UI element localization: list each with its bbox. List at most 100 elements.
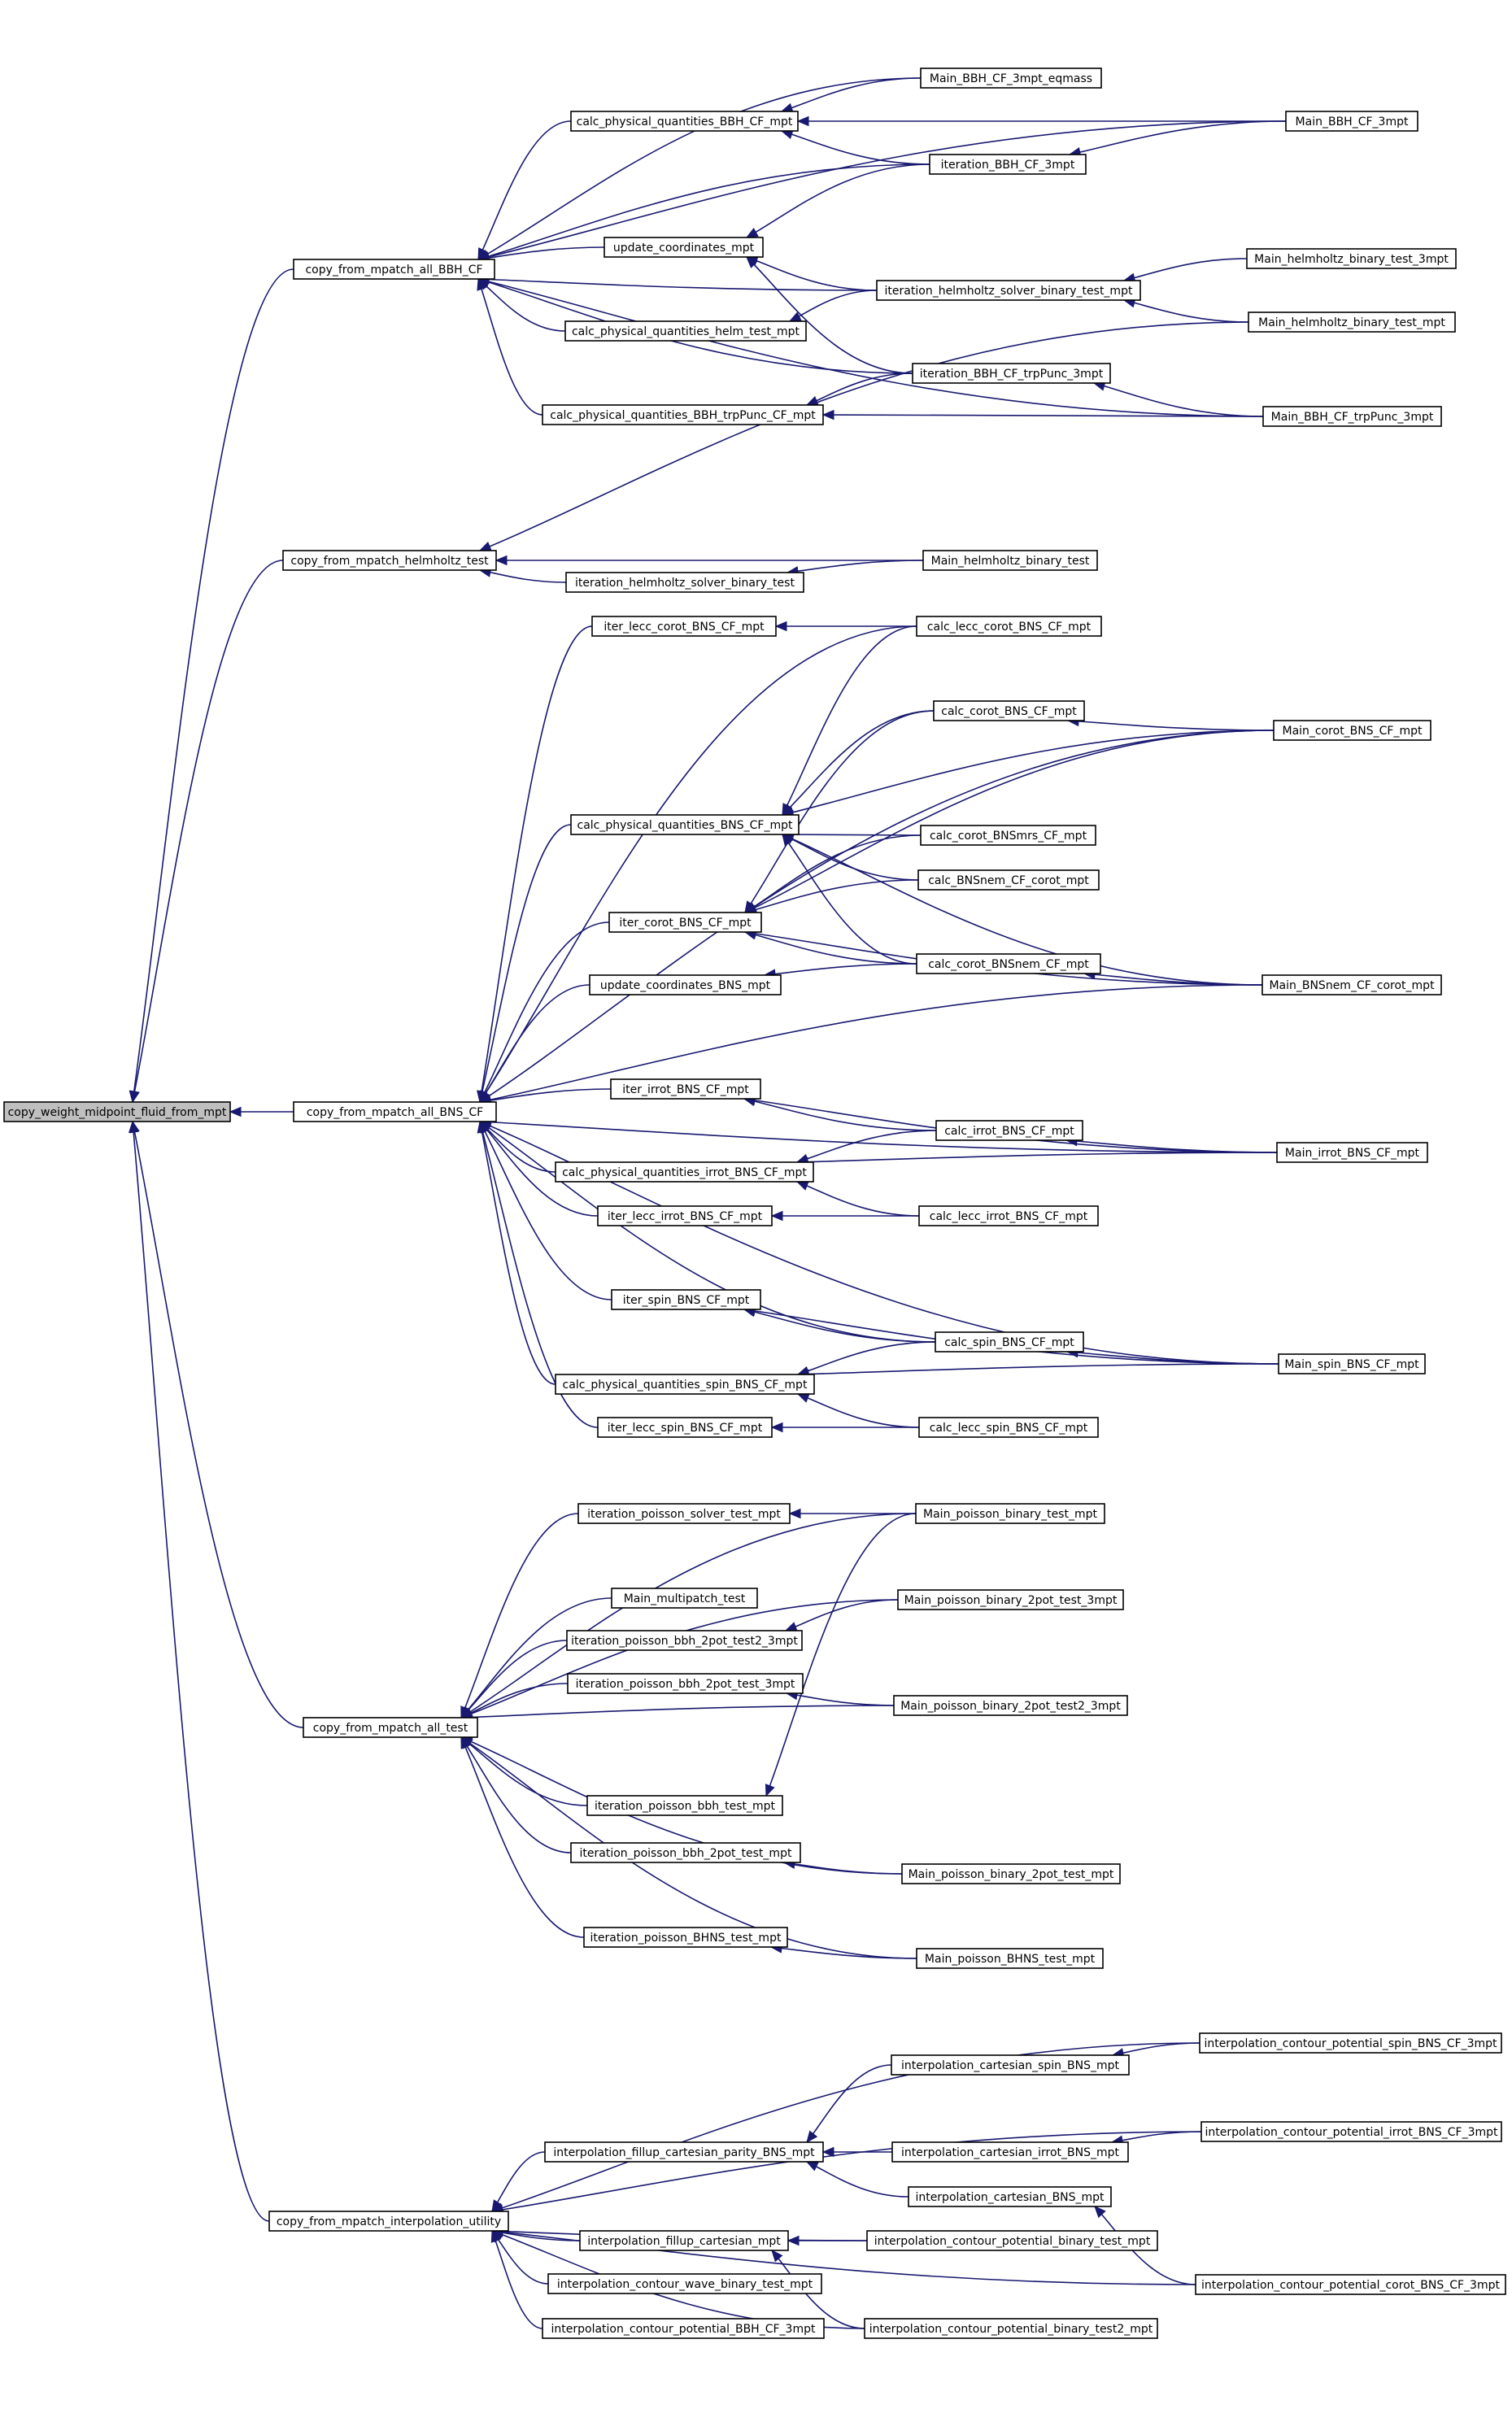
node-it_lecc_irrot[interactable]: iter_lecc_irrot_BNS_CF_mpt — [597, 1205, 773, 1226]
node-box[interactable] — [1195, 2274, 1506, 2295]
node-i_fill[interactable]: interpolation_fillup_cartesian_mpt — [579, 2230, 789, 2251]
node-box[interactable] — [293, 259, 495, 280]
node-it_pb2t2[interactable]: iteration_poisson_bbh_2pot_test2_3mpt — [566, 1630, 803, 1651]
node-m_helm_bt[interactable]: Main_helmholtz_binary_test — [922, 550, 1098, 571]
node-box[interactable] — [542, 404, 824, 425]
node-c_irrot[interactable]: calc_irrot_BNS_CF_mpt — [935, 1120, 1083, 1141]
node-box[interactable] — [916, 1948, 1104, 1969]
node-box[interactable] — [555, 1161, 814, 1183]
node-helm[interactable]: copy_from_mpatch_helmholtz_test — [282, 550, 497, 571]
node-i_pot_corot[interactable]: interpolation_contour_potential_corot_BN… — [1195, 2274, 1506, 2295]
node-root[interactable]: copy_weight_midpoint_fluid_from_mpt — [3, 1101, 231, 1122]
node-i_cart_irrot[interactable]: interpolation_cartesian_irrot_BNS_mpt — [891, 2141, 1129, 2163]
node-test[interactable]: copy_from_mpatch_all_test — [303, 1717, 478, 1738]
node-box[interactable] — [1262, 406, 1442, 427]
node-it_lecc_spin[interactable]: iter_lecc_spin_BNS_CF_mpt — [597, 1417, 773, 1438]
node-cpq_irrot[interactable]: calc_physical_quantities_irrot_BNS_CF_mp… — [555, 1161, 814, 1183]
node-box[interactable] — [912, 363, 1111, 384]
node-box[interactable] — [1273, 720, 1431, 741]
node-box[interactable] — [268, 2211, 509, 2232]
node-cpq_bns[interactable]: calc_physical_quantities_BNS_CF_mpt — [570, 814, 800, 835]
node-box[interactable] — [303, 1717, 478, 1738]
node-c_lecc_corot[interactable]: calc_lecc_corot_BNS_CF_mpt — [916, 616, 1102, 637]
node-c_corot_nem[interactable]: calc_corot_BNSnem_CF_mpt — [916, 953, 1101, 974]
node-box[interactable] — [597, 1417, 773, 1438]
node-box[interactable] — [893, 1695, 1128, 1716]
node-box[interactable] — [1278, 1353, 1426, 1374]
node-m_bnsnem[interactable]: Main_BNSnem_CF_corot_mpt — [1261, 974, 1442, 995]
node-i_pot_irrot[interactable]: interpolation_contour_potential_irrot_BN… — [1200, 2121, 1502, 2142]
node-box[interactable] — [918, 1417, 1099, 1438]
node-it_spin[interactable]: iter_spin_BNS_CF_mpt — [611, 1289, 761, 1310]
node-box[interactable] — [1248, 311, 1456, 333]
node-c_corot[interactable]: calc_corot_BNS_CF_mpt — [933, 700, 1085, 721]
node-it_pois_sol[interactable]: iteration_poisson_solver_test_mpt — [577, 1503, 791, 1524]
node-upd[interactable]: update_coordinates_mpt — [603, 237, 764, 258]
node-box[interactable] — [597, 1205, 773, 1226]
node-box[interactable] — [542, 2318, 825, 2339]
node-box[interactable] — [564, 320, 807, 342]
node-box[interactable] — [579, 2230, 789, 2251]
node-box[interactable] — [611, 1289, 761, 1310]
node-box[interactable] — [577, 1503, 791, 1524]
node-m_pb2[interactable]: Main_poisson_binary_2pot_test_mpt — [901, 1863, 1121, 1884]
node-m_pb2t3[interactable]: Main_poisson_binary_2pot_test_3mpt — [897, 1589, 1124, 1610]
node-box[interactable] — [918, 1205, 1099, 1226]
node-box[interactable] — [547, 2273, 822, 2294]
node-box[interactable] — [1261, 974, 1442, 995]
node-box[interactable] — [864, 2318, 1158, 2339]
node-m_multi[interactable]: Main_multipatch_test — [611, 1588, 758, 1609]
node-m_pb2t2[interactable]: Main_poisson_binary_2pot_test2_3mpt — [893, 1695, 1128, 1716]
node-box[interactable] — [591, 616, 777, 637]
node-c_lecc_spin[interactable]: calc_lecc_spin_BNS_CF_mpt — [918, 1417, 1099, 1438]
node-box[interactable] — [897, 1589, 1124, 1610]
node-box[interactable] — [567, 1673, 804, 1694]
node-box[interactable] — [922, 550, 1098, 571]
node-m_bbhtp[interactable]: Main_BBH_CF_trpPunc_3mpt — [1262, 406, 1442, 427]
node-it_pbhns[interactable]: iteration_poisson_BHNS_test_mpt — [583, 1927, 788, 1948]
node-m_bbh3[interactable]: Main_BBH_CF_3mpt — [1285, 111, 1418, 132]
node-box[interactable] — [1285, 111, 1418, 132]
node-box[interactable] — [891, 2141, 1129, 2163]
node-it_pbt[interactable]: iteration_poisson_bbh_test_mpt — [586, 1795, 783, 1816]
node-i_pot_bin2[interactable]: interpolation_contour_potential_binary_t… — [864, 2318, 1158, 2339]
node-box[interactable] — [282, 550, 497, 571]
node-box[interactable] — [876, 280, 1141, 301]
node-box[interactable] — [1200, 2121, 1502, 2142]
node-c_corot_mrs[interactable]: calc_corot_BNSmrs_CF_mpt — [920, 825, 1096, 846]
node-i_pot_bbh[interactable]: interpolation_contour_potential_BBH_CF_3… — [542, 2318, 825, 2339]
node-box[interactable] — [935, 1331, 1084, 1353]
node-i_fill_par[interactable]: interpolation_fillup_cartesian_parity_BN… — [544, 2141, 824, 2163]
node-box[interactable] — [915, 1503, 1105, 1524]
node-box[interactable] — [933, 700, 1085, 721]
node-it_irrot[interactable]: iter_irrot_BNS_CF_mpt — [610, 1078, 761, 1100]
node-box[interactable] — [589, 974, 782, 995]
node-box[interactable] — [1246, 248, 1457, 269]
node-it_lecc_corot[interactable]: iter_lecc_corot_BNS_CF_mpt — [591, 616, 777, 637]
node-cpq_helm[interactable]: calc_physical_quantities_helm_test_mpt — [564, 320, 807, 342]
node-bns[interactable]: copy_from_mpatch_all_BNS_CF — [293, 1101, 497, 1122]
node-box[interactable] — [293, 1101, 497, 1122]
node-c_lecc_irrot[interactable]: calc_lecc_irrot_BNS_CF_mpt — [918, 1205, 1099, 1226]
node-i_pot_bin[interactable]: interpolation_contour_potential_binary_t… — [866, 2230, 1158, 2251]
node-m_corot[interactable]: Main_corot_BNS_CF_mpt — [1273, 720, 1431, 741]
node-m_pbhns[interactable]: Main_poisson_BHNS_test_mpt — [916, 1948, 1104, 1969]
node-it_pb2t3[interactable]: iteration_poisson_bbh_2pot_test_3mpt — [567, 1673, 804, 1694]
node-box[interactable] — [611, 1588, 758, 1609]
node-m_irrot[interactable]: Main_irrot_BNS_CF_mpt — [1276, 1142, 1428, 1163]
node-m_helm3[interactable]: Main_helmholtz_binary_test_3mpt — [1246, 248, 1457, 269]
node-m_bbh_eq[interactable]: Main_BBH_CF_3mpt_eqmass — [920, 68, 1102, 89]
node-cpq_bbh[interactable]: calc_physical_quantities_BBH_CF_mpt — [570, 111, 799, 132]
node-box[interactable] — [586, 1795, 783, 1816]
node-box[interactable] — [920, 68, 1102, 89]
node-i_pot_spin[interactable]: interpolation_contour_potential_spin_BNS… — [1199, 2032, 1502, 2054]
node-i_cart_spin[interactable]: interpolation_cartesian_spin_BNS_mpt — [891, 2054, 1130, 2076]
node-box[interactable] — [917, 869, 1100, 891]
node-box[interactable] — [603, 237, 764, 258]
node-c_bnsnem[interactable]: calc_BNSnem_CF_corot_mpt — [917, 869, 1100, 891]
node-box[interactable] — [1199, 2032, 1502, 2054]
node-c_spin[interactable]: calc_spin_BNS_CF_mpt — [935, 1331, 1084, 1353]
node-it_helm_bt[interactable]: iteration_helmholtz_solver_binary_test — [565, 572, 804, 593]
node-it_pb2[interactable]: iteration_poisson_bbh_2pot_test_mpt — [570, 1842, 801, 1863]
node-box[interactable] — [908, 2186, 1112, 2207]
